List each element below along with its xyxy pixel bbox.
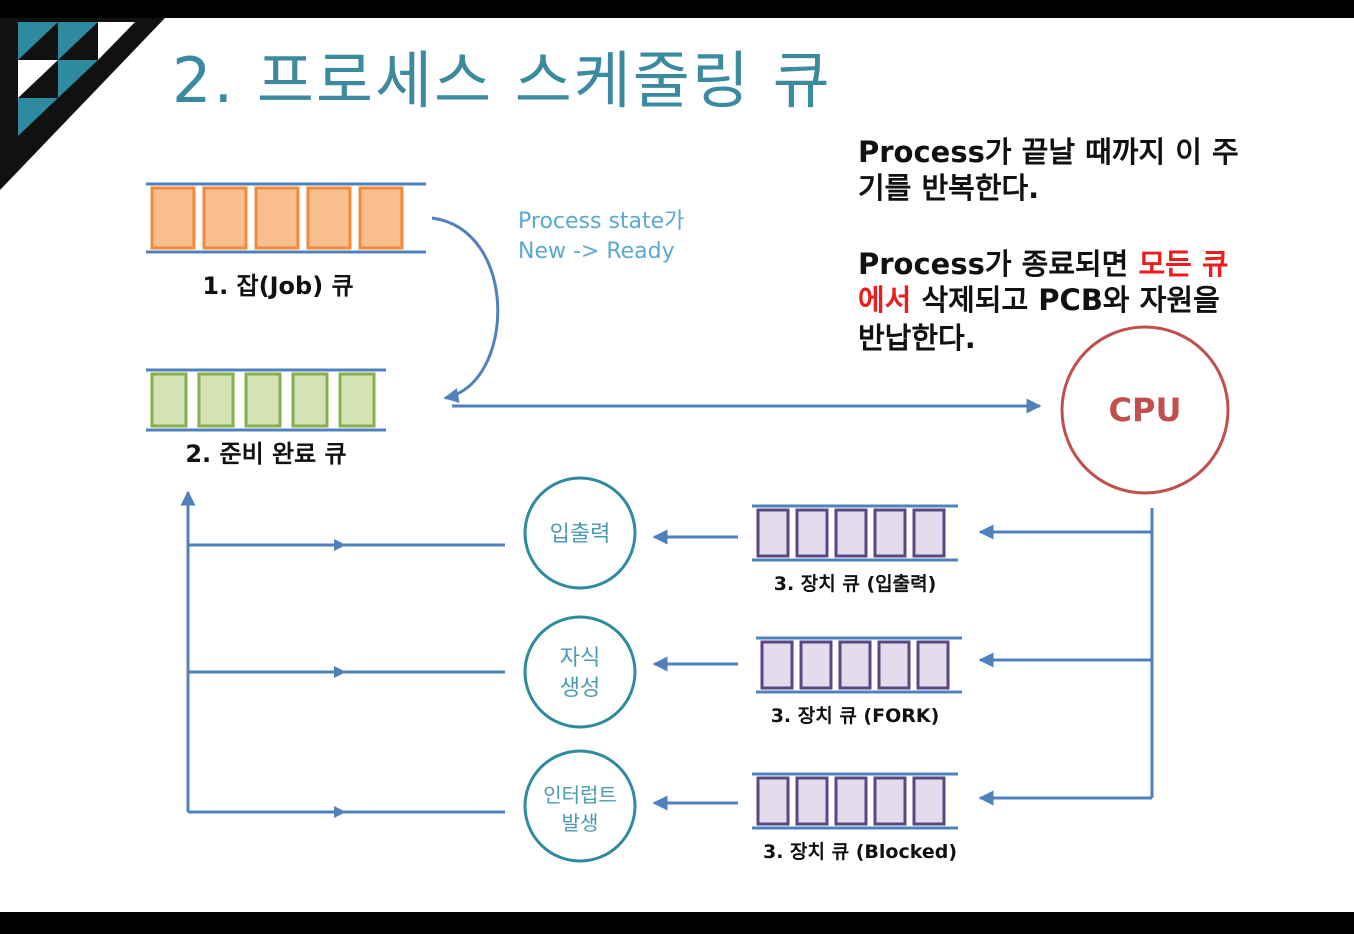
interrupt-event-circle (523, 749, 637, 863)
state-transition-line2: New -> Ready (518, 239, 675, 264)
device-queue-blocked (752, 772, 958, 830)
fork-event-circle (523, 615, 637, 729)
job-to-ready-arrow (431, 216, 500, 403)
device-queue-blocked-label: 3. 장치 큐 (Blocked) (763, 841, 957, 863)
device-queue-fork-label: 3. 장치 큐 (FORK) (771, 705, 940, 727)
state-transition-line1: Process state가 (518, 209, 684, 234)
queue-slot (244, 372, 282, 428)
slide-title: 2. 프로세스 스케줄링 큐 (172, 44, 832, 117)
interrupt-event-label-line2: 발생 (562, 811, 599, 835)
device-queue-io-label: 3. 장치 큐 (입출력) (774, 573, 937, 595)
io-event-label: 입출력 (550, 522, 611, 547)
queue-slot (197, 372, 235, 428)
queue-slot (254, 186, 300, 250)
queue-slot (916, 640, 950, 690)
note-end-line2-rest: 삭제되고 PCB와 자원을 (911, 283, 1219, 317)
queue-slot (306, 186, 352, 250)
cpu-circle (1060, 325, 1230, 495)
note-end-line2-highlight: 에서 (858, 283, 911, 317)
queue-slot (291, 372, 329, 428)
queue-slot (338, 372, 376, 428)
queue-slot (834, 508, 868, 558)
queue-slot (834, 776, 868, 826)
queue-slot (795, 508, 829, 558)
queue-slot (795, 776, 829, 826)
cpu-label: CPU (1109, 391, 1182, 429)
ready-queue (146, 368, 386, 432)
queue-slot (150, 372, 188, 428)
note-end-line1-prefix: Process가 종료되면 (858, 247, 1138, 281)
note-end-line3: 반납한다. (858, 321, 976, 355)
diagram-canvas: 2. 프로세스 스케줄링 큐 Process가 끝날 때까지 이 주 기를 반복… (0, 18, 1239, 863)
queue-slot (912, 776, 946, 826)
queue-slot (756, 508, 790, 558)
fork-event-label-line1: 자식 (560, 646, 600, 671)
ready-queue-label: 2. 준비 완료 큐 (185, 440, 346, 468)
interrupt-event-label-line1: 인터럽트 (543, 783, 617, 807)
device-queue-io (752, 504, 958, 562)
slide: 2. 프로세스 스케줄링 큐 Process가 끝날 때까지 이 주 기를 반복… (0, 18, 1354, 912)
queue-slot (150, 186, 196, 250)
io-event-circle (523, 476, 637, 590)
queue-slot (358, 186, 404, 250)
note-cycle-line1: Process가 끝날 때까지 이 주 (858, 135, 1239, 169)
note-cycle-line2: 기를 반복한다. (858, 171, 1039, 205)
job-queue-label: 1. 잡(Job) 큐 (202, 272, 353, 300)
fork-event-label-line2: 생성 (560, 676, 600, 701)
queue-slot (873, 776, 907, 826)
queue-slot (877, 640, 911, 690)
queue-slot (838, 640, 872, 690)
queue-slot (912, 508, 946, 558)
queue-slot (756, 776, 790, 826)
triangle-pattern-logo (0, 18, 165, 190)
queue-slot (202, 186, 248, 250)
note-end-line2: 에서 삭제되고 PCB와 자원을 (858, 283, 1220, 317)
queue-slot (873, 508, 907, 558)
job-queue (146, 182, 426, 254)
device-queue-fork (756, 636, 962, 694)
queue-slot (799, 640, 833, 690)
note-end-line1: Process가 종료되면 모든 큐 (858, 247, 1229, 281)
note-end-line1-highlight: 모든 큐 (1138, 247, 1228, 281)
queue-slot (760, 640, 794, 690)
